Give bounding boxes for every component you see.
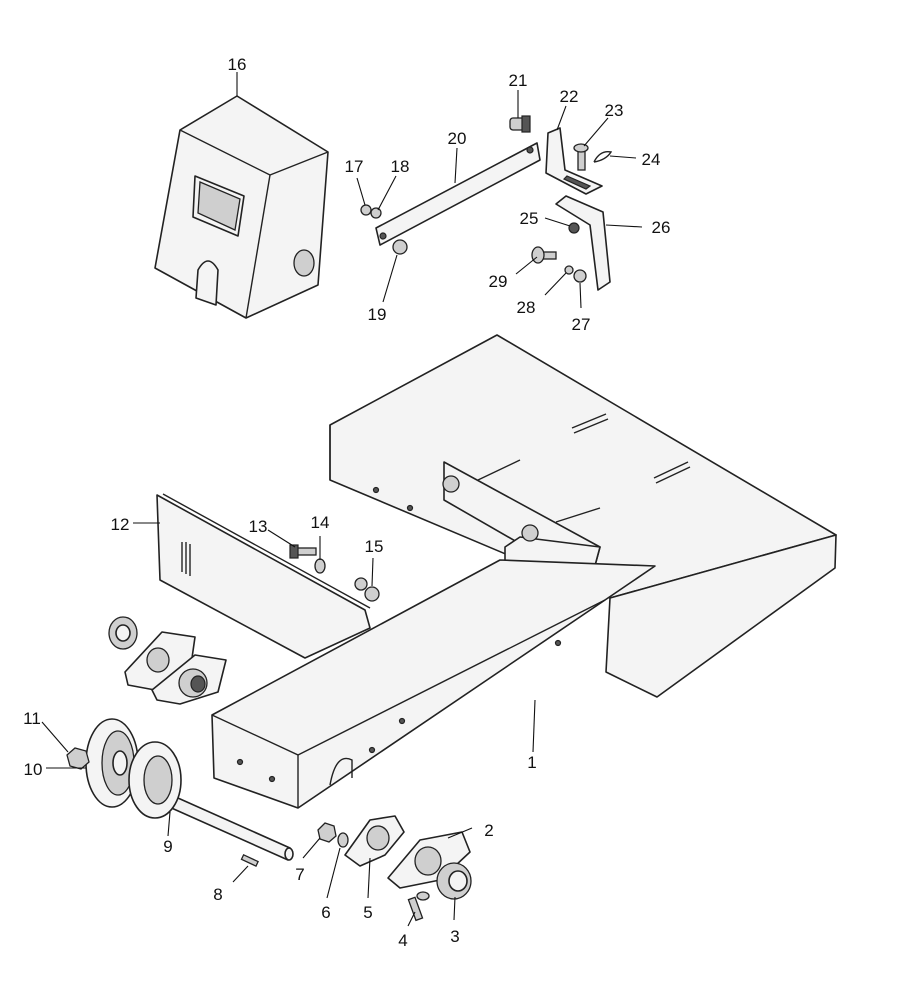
callout-6: 6 bbox=[321, 903, 330, 922]
part-10-pulley bbox=[85, 718, 139, 808]
part-4-bolt bbox=[407, 891, 430, 922]
part-12-guard bbox=[156, 493, 371, 659]
part-16-cover bbox=[154, 95, 329, 319]
callout-20: 20 bbox=[448, 129, 467, 148]
part-3-bearing bbox=[436, 862, 472, 900]
callout-18: 18 bbox=[391, 157, 410, 176]
callout-1: 1 bbox=[527, 753, 536, 772]
part-17-nut bbox=[360, 204, 372, 216]
callout-15: 15 bbox=[365, 537, 384, 556]
part-25-nut bbox=[568, 222, 580, 234]
callout-10: 10 bbox=[24, 760, 43, 779]
callout-7: 7 bbox=[295, 865, 304, 884]
callout-22: 22 bbox=[560, 87, 579, 106]
callout-29: 29 bbox=[489, 272, 508, 291]
callout-13: 13 bbox=[249, 517, 268, 536]
callout-26: 26 bbox=[652, 218, 671, 237]
part-29-bolt bbox=[531, 246, 557, 264]
part-24-clip bbox=[593, 151, 613, 163]
part-13-bolt bbox=[289, 544, 317, 559]
part-6-washer bbox=[337, 832, 349, 848]
callout-12: 12 bbox=[111, 515, 130, 534]
callout-2: 2 bbox=[484, 821, 493, 840]
part-2-flange bbox=[387, 831, 471, 889]
part-1-main-frame bbox=[211, 334, 837, 809]
callout-23: 23 bbox=[605, 101, 624, 120]
callout-14: 14 bbox=[311, 513, 330, 532]
callout-11: 11 bbox=[23, 709, 41, 728]
part-27-washer bbox=[573, 269, 587, 283]
callout-25: 25 bbox=[520, 209, 539, 228]
callout-9: 9 bbox=[163, 837, 172, 856]
part-7-nut bbox=[317, 822, 337, 843]
callout-5: 5 bbox=[363, 903, 372, 922]
leader-lines bbox=[41, 72, 643, 927]
part-23-pin bbox=[573, 143, 589, 171]
callout-8: 8 bbox=[213, 885, 222, 904]
left-bearing-set bbox=[108, 616, 227, 705]
part-8-key bbox=[240, 853, 259, 867]
callout-3: 3 bbox=[450, 927, 459, 946]
part-9-shaft bbox=[157, 789, 294, 861]
part-9-hub bbox=[128, 741, 182, 819]
callout-24: 24 bbox=[642, 150, 661, 169]
part-21-bolt bbox=[509, 115, 531, 133]
part-20-strap bbox=[375, 142, 541, 246]
part-18-washer bbox=[370, 207, 382, 219]
callout-labels: 16 17 18 19 20 21 22 23 24 25 26 27 28 2… bbox=[23, 55, 670, 950]
part-28-washer bbox=[564, 265, 574, 275]
callout-27: 27 bbox=[572, 315, 591, 334]
callout-28: 28 bbox=[517, 298, 536, 317]
part-14-washer bbox=[314, 558, 326, 574]
callout-4: 4 bbox=[398, 931, 407, 950]
callout-16: 16 bbox=[228, 55, 247, 74]
part-26-bracket bbox=[555, 195, 611, 291]
callout-21: 21 bbox=[509, 71, 528, 90]
part-19-nut bbox=[392, 239, 408, 255]
part-22-bracket bbox=[545, 127, 603, 195]
callout-19: 19 bbox=[368, 305, 387, 324]
callout-17: 17 bbox=[345, 157, 364, 176]
part-5-flange bbox=[344, 815, 405, 867]
part-15-nuts bbox=[354, 577, 380, 602]
part-11-nut bbox=[66, 747, 90, 770]
